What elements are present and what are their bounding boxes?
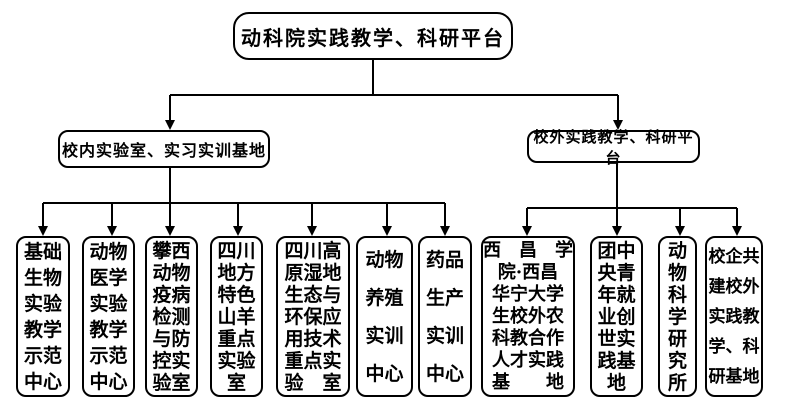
leaf-panxi-disease-detection-lab: 攀西 动物 疫病 检测 与防 控实 验室 — [145, 236, 198, 397]
leaf-youth-employment-base: 团中 央青 年就 业创 世实 践基 地 — [590, 236, 643, 397]
leaf-animal-medicine-experiment-center: 动物 医学 实验 教学 示范 中心 — [82, 236, 135, 397]
arrowheads — [38, 120, 742, 236]
leaf-animal-breeding-training-center: 动物 养殖 实训 中心 — [356, 236, 413, 397]
leaf-sichuan-goat-key-lab: 四川 地方 特色 山羊 重点 实验 室 — [210, 236, 263, 397]
leaf-xichang-huaning-practice-base: 西 昌 学 院·西昌 华宁大学 生校外农 科教合作 人才实践 基 地 — [481, 236, 575, 397]
leaf-basic-biology-experiment-center: 基础 生物 实验 教学 示范 中心 — [16, 236, 70, 397]
leaf-school-enterprise-base: 校企共 建校外 实践教 学、科 研基地 — [705, 236, 763, 397]
branch-off-campus-platform: 校外实践教学、科研平台 — [527, 128, 700, 167]
root-node-practice-platform: 动科院实践教学、科研平台 — [233, 12, 513, 60]
branch-on-campus-labs: 校内实验室、实习实训基地 — [58, 130, 270, 168]
leaf-plateau-wetland-key-lab: 四川高 原湿地 生态与 环保应 用技术 重点实 验 室 — [276, 236, 350, 397]
leaf-animal-science-institute: 动 物 科 学 研 究 所 — [658, 236, 697, 397]
leaf-drug-production-training-center: 药品 生产 实训 中心 — [418, 236, 472, 397]
